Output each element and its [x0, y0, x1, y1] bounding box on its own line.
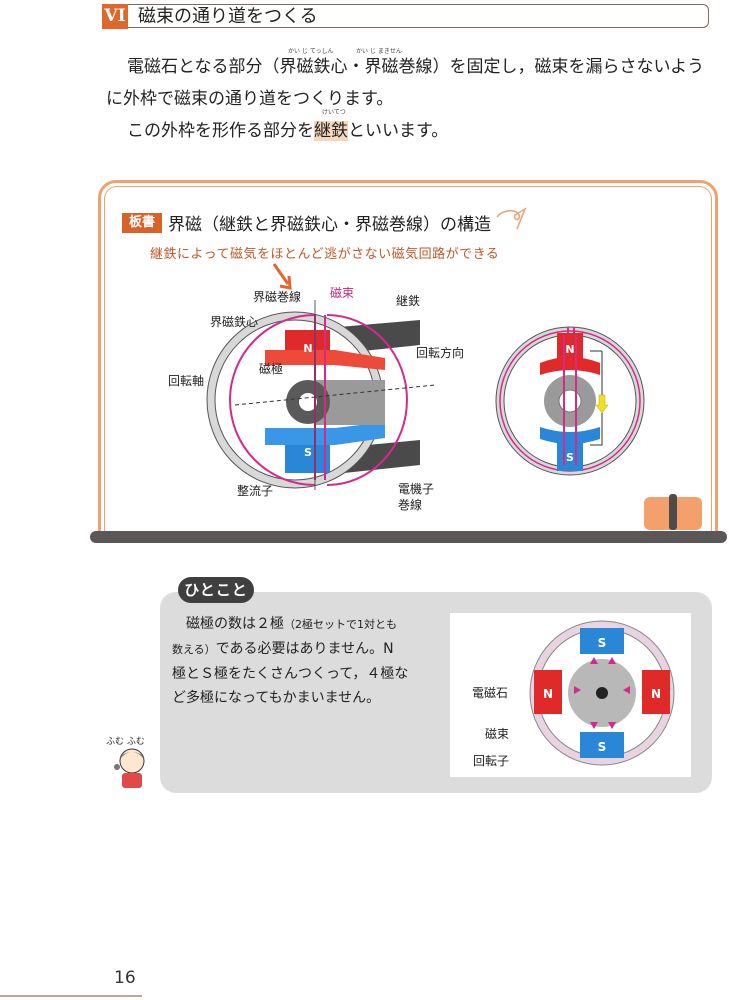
motor-cross-section-diagram: N S — [495, 326, 645, 476]
svg-text:S: S — [598, 740, 607, 754]
label-field-winding: 界磁巻線 — [253, 290, 302, 304]
hitokoto-badge: ひとこと — [178, 577, 254, 603]
label-armature-winding-2: 巻線 — [398, 498, 423, 512]
ruby-field-winding: かい じ まきせん — [356, 48, 402, 55]
label-flux: 磁束 — [330, 286, 355, 300]
svg-text:N: N — [303, 342, 312, 355]
hitokoto-line-1b: （2極セットで1対とも — [284, 618, 397, 631]
hitokoto-line-2b: である必要はありません。N — [215, 641, 394, 657]
label-field-core: 界磁鉄心 — [210, 315, 259, 329]
character-caption: ふむ ふむ — [106, 737, 145, 747]
hitokoto-line-3: 極とＳ極をたくさんつくって，４極な — [172, 666, 409, 682]
hitokoto-text: 磁極の数は２極（2極セットで1対とも 数える）である必要はありません。N 極とＳ… — [172, 612, 447, 710]
hitokoto-line-4: ど多極になってもかまいません。 — [172, 690, 381, 706]
svg-text:S: S — [566, 451, 574, 464]
svg-text:N: N — [651, 687, 661, 701]
ruby-yoke: けいてつ — [322, 109, 346, 116]
section-title: 磁束の通り道をつくる — [138, 6, 318, 27]
label-rotor: 回転子 — [473, 754, 510, 768]
svg-text:S: S — [304, 446, 312, 459]
board-tag: 板書 — [122, 213, 162, 233]
section-number-badge: VI — [102, 4, 128, 29]
motor-cutaway-diagram: N S — [206, 300, 436, 490]
label-armature-winding-1: 電機子 — [398, 482, 435, 496]
chalk-tray — [90, 531, 727, 543]
board-title: 界磁（継鉄と界磁鉄心・界磁巻線）の構造 — [168, 215, 491, 235]
board-frame — [98, 180, 718, 532]
hitokoto-line-1a: 磁極の数は２極 — [186, 616, 284, 632]
term-yoke: 継鉄 — [314, 121, 348, 141]
paragraph-1-line-2: に外枠で磁束の通り道をつくります。 — [106, 89, 394, 109]
paragraph-2-before: この外枠を形作る部分を — [127, 121, 314, 141]
label-commutator: 整流子 — [237, 484, 274, 498]
svg-text:N: N — [565, 343, 574, 356]
footer-rule — [0, 995, 142, 997]
paragraph-1-line-1: 電磁石となる部分（界磁鉄心・界磁巻線）を固定し，磁束を漏らさないよう — [127, 57, 705, 77]
paragraph-2-after: といいます。 — [348, 121, 449, 141]
label-electromagnet: 電磁石 — [472, 686, 509, 700]
paragraph-2: この外枠を形作る部分を継鉄といいます。 — [127, 116, 448, 141]
arrow-down-icon — [272, 263, 292, 290]
eraser-band — [669, 494, 677, 530]
label-shaft: 回転軸 — [168, 374, 205, 388]
board-note: 継鉄によって磁気をほとんど逃がさない磁気回路ができる — [150, 247, 500, 262]
girl-character-icon — [114, 748, 145, 788]
label-flux-2: 磁束 — [485, 727, 510, 741]
hitokoto-line-2: 数える）である必要はありません。N — [172, 637, 447, 662]
hitokoto-line-1: 磁極の数は２極（2極セットで1対とも — [172, 612, 447, 637]
svg-text:N: N — [543, 687, 553, 701]
svg-text:S: S — [598, 636, 607, 650]
four-pole-diagram: S S N N — [529, 620, 675, 766]
label-rotation-direction: 回転方向 — [416, 346, 465, 360]
label-yoke: 継鉄 — [396, 294, 421, 308]
ruby-field-core: かい じ てっしん — [288, 48, 334, 55]
page-number: 16 — [114, 968, 136, 988]
hitokoto-line-2a: 数える） — [172, 643, 216, 656]
label-pole: 磁極 — [259, 362, 284, 376]
board-inner-frame — [104, 186, 712, 532]
paperclip-icon — [496, 207, 527, 230]
